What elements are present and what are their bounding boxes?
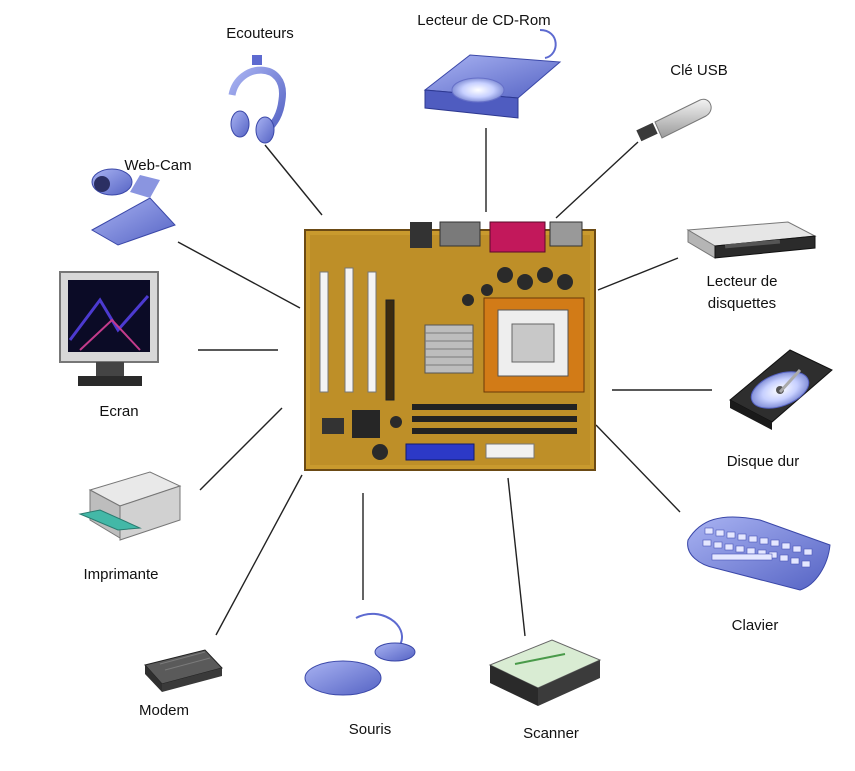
label-imprimante: Imprimante — [83, 566, 158, 583]
label-ecran: Ecran — [99, 403, 138, 420]
line-clavier — [595, 424, 681, 513]
label-ecouteurs: Ecouteurs — [226, 25, 294, 42]
line-webcam — [177, 241, 301, 309]
cdrom-drive-icon — [423, 29, 562, 119]
scanner-icon — [488, 639, 602, 706]
keyboard-icon — [687, 516, 831, 591]
label-souris: Souris — [349, 721, 392, 738]
label-disquettes-line2: disquettes — [708, 295, 776, 312]
label-cdrom: Lecteur de CD-Rom — [417, 12, 550, 29]
mouse-icon — [304, 612, 416, 696]
monitor-icon — [59, 271, 159, 386]
hard-disk-icon — [729, 349, 833, 430]
label-disque: Disque dur — [727, 453, 800, 470]
motherboard — [304, 221, 596, 471]
floppy-drive-icon — [686, 221, 817, 259]
connector-lines — [177, 128, 712, 637]
line-usb — [555, 141, 639, 219]
headphones-icon — [228, 55, 286, 144]
webcam-icon — [90, 168, 176, 246]
label-scanner: Scanner — [523, 725, 579, 742]
label-usb: Clé USB — [670, 62, 728, 79]
line-modem — [215, 474, 303, 636]
line-scanner — [507, 477, 526, 637]
line-imprimante — [199, 407, 283, 491]
label-modem: Modem — [139, 702, 189, 719]
line-ecouteurs — [264, 144, 323, 216]
usb-key-icon — [636, 98, 712, 142]
label-webcam: Web-Cam — [124, 157, 191, 174]
labels: Ecouteurs Lecteur de CD-Rom Clé USB Web-… — [83, 12, 799, 742]
label-clavier: Clavier — [732, 617, 779, 634]
label-disquettes-line1: Lecteur de — [707, 273, 778, 290]
printer-icon — [78, 471, 182, 541]
line-disquettes — [597, 257, 679, 291]
modem-icon — [144, 649, 223, 692]
